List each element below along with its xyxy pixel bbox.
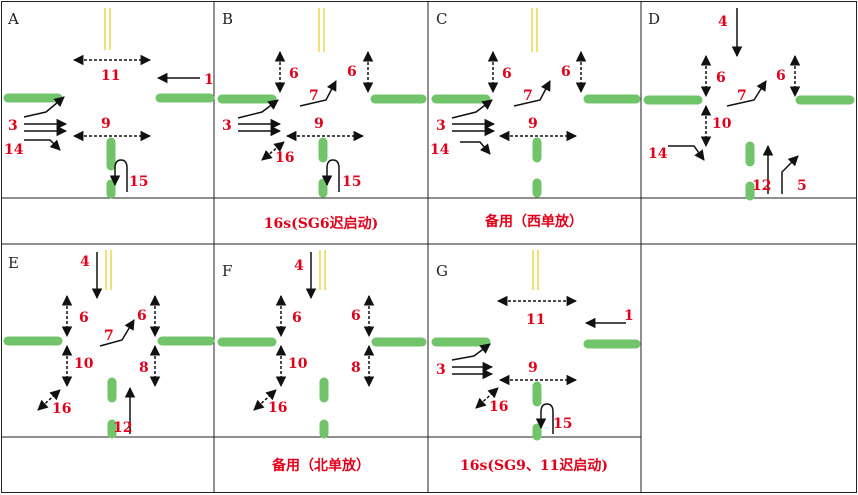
arrow-7 (513, 80, 551, 107)
panel-letter: D (648, 10, 660, 28)
label-9: 9 (101, 116, 111, 132)
panel-b: B 6 6 7 3 9 16 15 16s(SG6迟启动) (217, 8, 427, 232)
arrow-15-uturn (535, 403, 554, 434)
label-7: 7 (309, 88, 319, 104)
label-9: 9 (528, 360, 538, 376)
label-16: 16 (268, 400, 287, 416)
arrow-5 (781, 155, 799, 194)
panel-letter: C (436, 10, 447, 28)
panel-letter: B (222, 10, 233, 28)
label-6: 6 (561, 64, 571, 80)
panel-letter: G (436, 262, 448, 280)
label-4: 4 (718, 14, 728, 30)
label-15: 15 (129, 174, 148, 190)
label-6: 6 (351, 308, 361, 324)
label-6: 6 (79, 310, 89, 326)
label-1: 1 (624, 308, 634, 324)
label-7: 7 (737, 88, 747, 104)
arrow-14 (460, 141, 491, 155)
arrow-3-left (451, 99, 493, 119)
arrow-15-uturn (321, 159, 340, 192)
label-4: 4 (80, 254, 90, 270)
arrow-14 (668, 145, 705, 161)
panel-f: F 4 6 6 10 8 16 备用（北单放） (217, 250, 427, 474)
label-9: 9 (528, 116, 538, 132)
label-11: 11 (526, 312, 545, 328)
label-5: 5 (797, 178, 807, 194)
arrow-15-uturn (109, 159, 128, 192)
label-14: 14 (4, 142, 24, 158)
label-12: 12 (113, 420, 132, 436)
arrow-14 (24, 139, 61, 151)
label-1: 1 (204, 72, 214, 88)
arrow-3-left (23, 96, 65, 118)
label-6: 6 (716, 70, 726, 86)
label-4: 4 (294, 258, 304, 274)
label-3: 3 (222, 118, 232, 134)
label-15: 15 (553, 416, 572, 432)
label-7: 7 (104, 328, 114, 344)
label-6: 6 (502, 66, 512, 82)
label-16: 16 (52, 401, 71, 417)
label-8: 8 (351, 360, 361, 376)
arrow-3-left (451, 343, 491, 361)
panel-e: E 4 6 6 7 10 8 16 12 (3, 250, 215, 439)
panel-caption: 备用（北单放） (271, 457, 370, 474)
label-14: 14 (430, 142, 450, 158)
label-10: 10 (74, 356, 94, 372)
label-6: 6 (776, 68, 786, 84)
panel-caption: 16s(SG9、11迟启动) (460, 457, 608, 474)
label-3: 3 (436, 118, 446, 134)
label-10: 10 (712, 116, 732, 132)
label-16: 16 (489, 399, 508, 415)
panel-letter: E (8, 254, 19, 272)
label-10: 10 (288, 356, 308, 372)
label-6: 6 (137, 308, 147, 324)
arrow-7 (299, 80, 337, 107)
arrow-7 (726, 80, 767, 107)
panel-c: C 6 6 7 3 9 14 备用（西单放） (430, 8, 641, 230)
panel-caption: 16s(SG6迟启动) (264, 215, 378, 232)
label-9: 9 (314, 116, 324, 132)
label-8: 8 (139, 360, 149, 376)
label-6: 6 (292, 310, 302, 326)
label-16: 16 (275, 150, 294, 166)
label-12: 12 (752, 178, 771, 194)
panel-letter: A (7, 10, 19, 28)
panel-caption: 备用（西单放） (484, 213, 583, 230)
label-6: 6 (289, 66, 299, 82)
label-3: 3 (436, 362, 446, 378)
panel-letter: F (222, 262, 232, 280)
panel-g: G 11 1 3 9 16 15 16s(SG9、11迟启动) (431, 250, 641, 474)
arrow-7 (99, 319, 135, 347)
label-14: 14 (648, 146, 668, 162)
panel-a: A 11 1 3 9 14 15 (3, 8, 215, 199)
label-11: 11 (101, 68, 120, 84)
panel-d: D 4 6 6 7 10 14 12 5 (643, 8, 855, 201)
label-6: 6 (347, 64, 357, 80)
label-15: 15 (342, 174, 361, 190)
label-7: 7 (523, 88, 533, 104)
label-3: 3 (8, 118, 18, 134)
arrow-3-left (237, 99, 279, 119)
